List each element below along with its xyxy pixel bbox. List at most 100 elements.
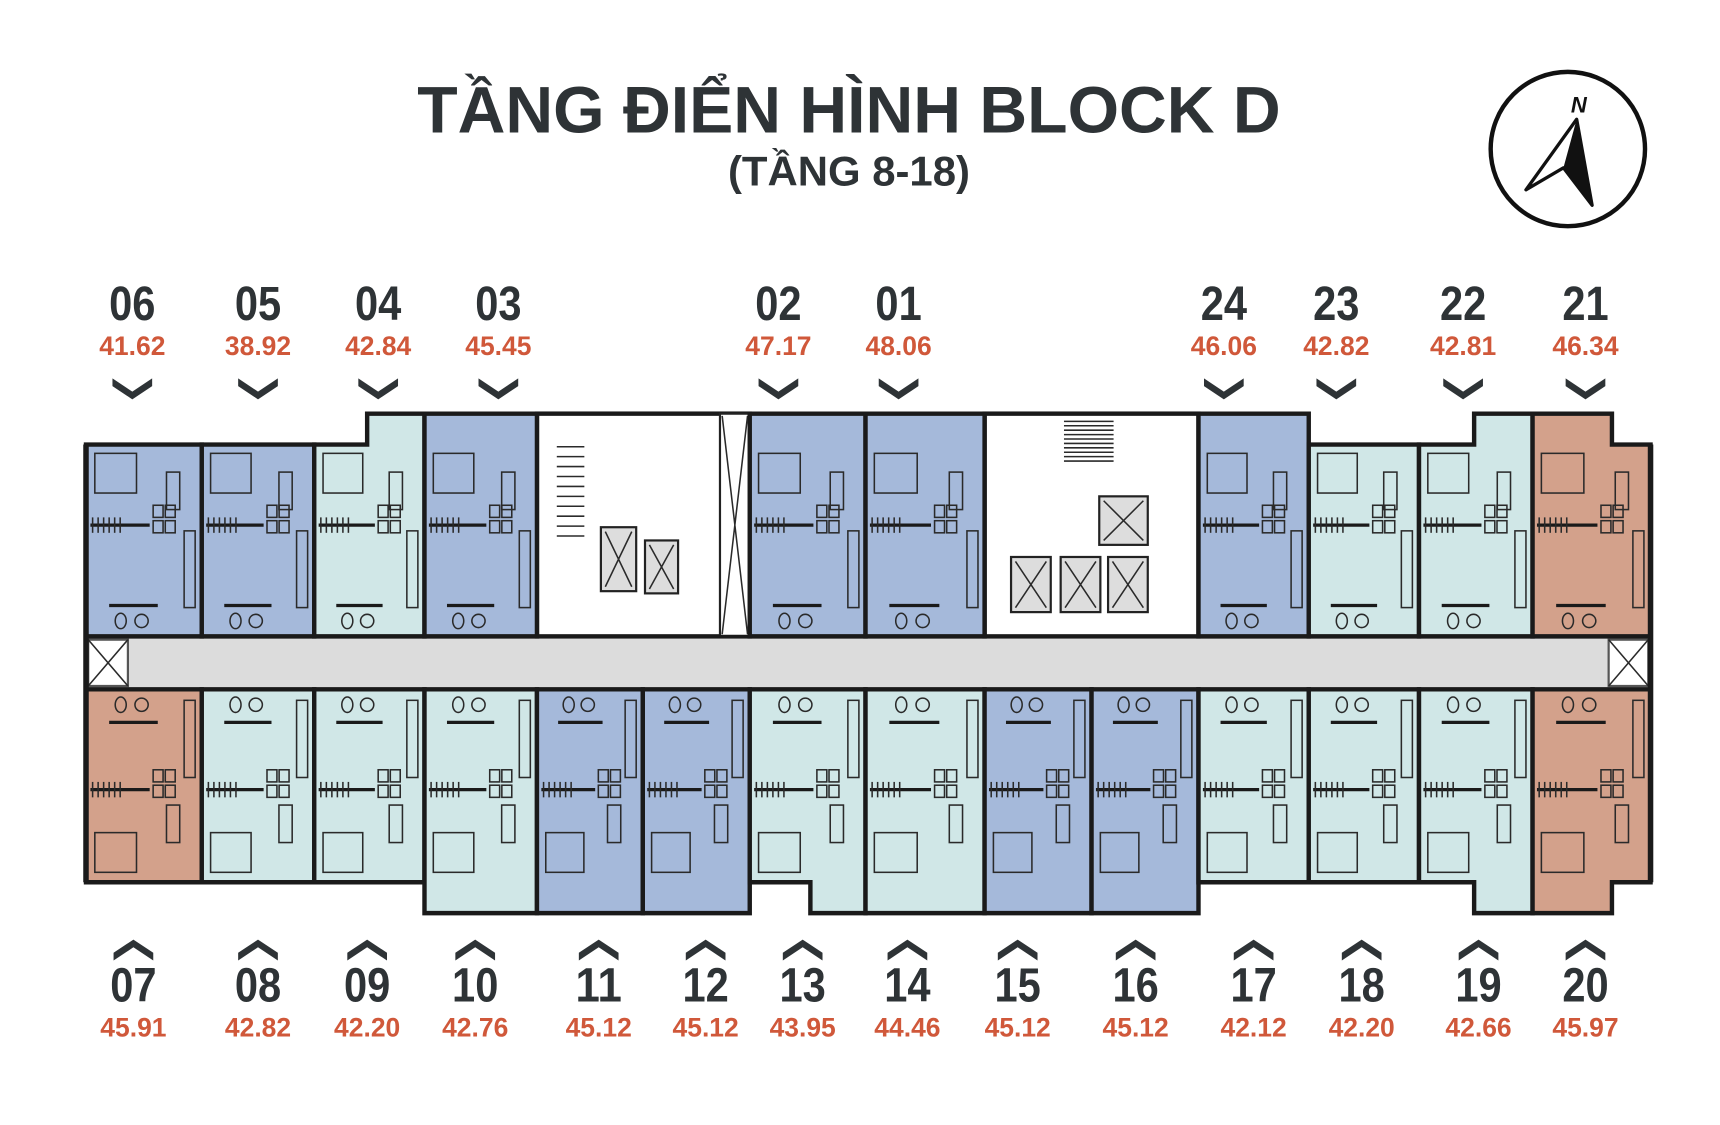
unit-14[interactable] bbox=[863, 687, 987, 916]
unit-10[interactable] bbox=[422, 687, 540, 916]
unit-area: 44.46 bbox=[874, 1013, 940, 1043]
unit-number: 20 bbox=[1562, 958, 1608, 1012]
unit-05[interactable] bbox=[199, 442, 317, 639]
toilet-icon bbox=[894, 696, 908, 714]
sofa-icon bbox=[1162, 804, 1178, 844]
sofa-icon bbox=[829, 804, 845, 844]
unit-number: 09 bbox=[344, 958, 390, 1012]
unit-07[interactable] bbox=[83, 687, 204, 885]
unit-22[interactable] bbox=[1416, 411, 1535, 639]
sofa-icon bbox=[388, 804, 404, 844]
kitchen-icon bbox=[1073, 699, 1086, 779]
bed-icon bbox=[650, 831, 691, 874]
unit-shape[interactable] bbox=[312, 687, 427, 885]
bed-icon bbox=[992, 831, 1033, 874]
bed-icon bbox=[1316, 452, 1359, 494]
unit-area: 45.12 bbox=[985, 1013, 1051, 1043]
unit-11[interactable] bbox=[534, 687, 645, 916]
toilet-icon bbox=[229, 612, 242, 630]
sofa-icon bbox=[606, 804, 622, 844]
kitchen-icon bbox=[406, 530, 419, 609]
toilet-icon bbox=[894, 612, 908, 630]
unit-shape[interactable] bbox=[1196, 687, 1311, 885]
unit-24[interactable] bbox=[1196, 411, 1311, 639]
kitchen-icon bbox=[1290, 699, 1303, 779]
unit-23[interactable] bbox=[1306, 442, 1422, 639]
unit-01[interactable] bbox=[863, 411, 987, 639]
unit-area: 42.82 bbox=[225, 1013, 291, 1043]
unit-03[interactable] bbox=[422, 411, 540, 639]
unit-number: 06 bbox=[109, 277, 155, 331]
toilet-icon bbox=[1335, 612, 1349, 630]
unit-02[interactable] bbox=[747, 411, 868, 639]
toilet-icon bbox=[1561, 612, 1575, 630]
sofa-icon bbox=[278, 471, 293, 511]
unit-number: 11 bbox=[576, 958, 622, 1012]
unit-16[interactable] bbox=[1089, 687, 1201, 916]
unit-08[interactable] bbox=[199, 687, 317, 885]
unit-area: 42.82 bbox=[1303, 331, 1369, 361]
sofa-icon bbox=[829, 471, 845, 511]
unit-21[interactable] bbox=[1530, 411, 1653, 639]
chevron-up-icon bbox=[997, 939, 1038, 961]
unit-area: 45.12 bbox=[566, 1013, 632, 1043]
kitchen-icon bbox=[847, 530, 860, 609]
unit-shape[interactable] bbox=[1306, 687, 1422, 885]
unit-12[interactable] bbox=[640, 687, 752, 916]
bed-icon bbox=[1316, 831, 1359, 874]
unit-15[interactable] bbox=[982, 687, 1094, 916]
unit-number: 19 bbox=[1455, 958, 1501, 1012]
unit-number: 13 bbox=[780, 958, 826, 1012]
bed-icon bbox=[757, 452, 802, 494]
unit-20[interactable] bbox=[1530, 687, 1653, 916]
unit-17[interactable] bbox=[1196, 687, 1311, 885]
unit-09[interactable] bbox=[312, 687, 427, 885]
bed-icon bbox=[209, 452, 252, 494]
unit-number: 10 bbox=[452, 958, 498, 1012]
unit-06[interactable] bbox=[83, 442, 204, 639]
chevron-down-icon bbox=[758, 378, 799, 400]
sofa-icon bbox=[500, 471, 516, 511]
chevron-up-icon bbox=[887, 939, 928, 961]
unit-number: 16 bbox=[1112, 958, 1158, 1012]
building-outline bbox=[83, 411, 1654, 916]
sofa-icon bbox=[1496, 471, 1512, 511]
unit-18[interactable] bbox=[1306, 687, 1422, 885]
unit-04[interactable] bbox=[312, 411, 427, 639]
bed-icon bbox=[432, 452, 475, 494]
unit-area: 42.81 bbox=[1430, 331, 1496, 361]
bed-icon bbox=[432, 831, 475, 874]
unit-number: 24 bbox=[1201, 277, 1247, 331]
bed-icon bbox=[94, 831, 138, 874]
kitchen-icon bbox=[183, 530, 196, 609]
bed-icon bbox=[1427, 452, 1470, 494]
unit-19[interactable] bbox=[1416, 687, 1535, 916]
chevron-down-icon bbox=[112, 378, 153, 400]
chevron-up-icon bbox=[1233, 939, 1274, 961]
unit-13[interactable] bbox=[747, 687, 868, 916]
